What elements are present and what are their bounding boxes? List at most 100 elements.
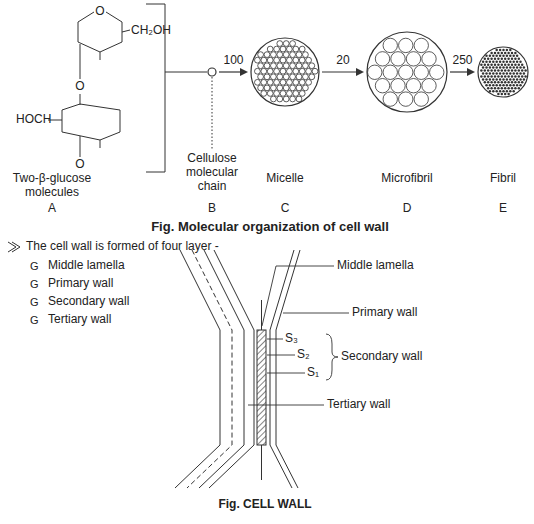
fiber-unit [274,46,280,52]
fiber-unit [490,69,493,72]
fiber-unit [518,69,521,72]
fiber-unit [502,72,505,75]
arrow-head [467,68,475,76]
part-label: CH₂OH [131,24,171,38]
fiber-unit [516,60,519,63]
fiber-unit [267,68,273,74]
fiber-unit [489,84,492,87]
fiber-unit [422,78,436,92]
fiber-unit [280,91,286,97]
fiber-unit [507,93,510,96]
fiber-unit [511,69,514,72]
arrow-head [356,68,364,76]
fiber-unit [507,81,510,84]
circle-outline [175,60,249,222]
fiber-unit [495,60,498,63]
fiber-unit [504,75,507,78]
fiber-unit [482,66,485,69]
fiber-unit [280,57,286,63]
fiber-unit [290,41,296,47]
fiber-unit [489,60,492,63]
fiber-unit [280,68,286,74]
fiber-unit [261,91,267,97]
glucose-structure [48,12,130,157]
callout-letter: B [208,202,216,216]
fiber-unit [501,63,504,66]
fiber-unit [271,74,277,80]
fiber-unit [506,49,509,52]
fiber-unit [261,57,267,63]
fiber-unit [507,69,510,72]
fiber-unit [495,78,498,81]
fiber-unit [502,78,505,81]
fiber-unit [519,84,522,87]
structure-name: Micelle [266,172,303,186]
fiber-unit [264,74,270,80]
part-label: Primary wall [352,306,417,320]
fiber-unit [299,57,305,63]
fiber-unit [514,52,517,55]
fiber-unit [502,49,505,52]
fiber-unit [497,75,500,78]
fiber-unit [490,81,493,84]
fiber-unit [512,78,515,81]
fiber-unit [507,58,510,61]
fiber-unit [287,91,293,97]
circle-outline [251,38,319,106]
fiber-unit [516,78,519,81]
fiber-unit [494,52,497,55]
fiber-unit [280,46,286,52]
fiber-unit [501,87,504,90]
fiber-unit [524,69,527,72]
fiber-unit [495,84,498,87]
fiber-unit [495,72,498,75]
fiber-unit [519,66,522,69]
fiber-unit [492,66,495,69]
fiber-unit [487,75,490,78]
arrow-line [450,71,468,72]
fiber-unit [487,81,490,84]
fiber-unit [497,93,500,96]
fiber-unit [499,49,502,52]
part-label: Primary wall [48,277,113,291]
fiber-unit [489,66,492,69]
fiber-unit [506,84,509,87]
fiber-unit [506,60,509,63]
fiber-unit [507,87,510,90]
fiber-unit [383,38,397,52]
fiber-unit [497,52,500,55]
fiber-unit [519,60,522,63]
ratio-number: 100 [222,54,244,68]
fiber-unit [487,63,490,66]
fiber-unit [504,69,507,72]
fiber-unit [287,68,293,74]
fiber-unit [258,85,264,91]
fiber-unit [287,79,293,85]
fiber-unit [271,96,277,102]
fiber-unit [312,68,318,74]
fiber-unit [495,90,498,93]
fiber-unit [383,65,397,79]
fiber-unit [511,58,514,61]
fiber-unit [521,69,524,72]
arrow-line [219,71,241,72]
bullet-mark: G [30,260,39,273]
fiber-unit [490,75,493,78]
fiber-unit [293,91,299,97]
fiber-unit [293,79,299,85]
fiber-unit [516,66,519,69]
fiber-unit [274,79,280,85]
fiber-unit [512,66,515,69]
fiber-unit [521,81,524,84]
fiber-unit [499,66,502,69]
fiber-unit [293,57,299,63]
fiber-unit [494,58,497,61]
fiber-unit [271,52,277,58]
fiber-unit [485,66,488,69]
fiber-unit [290,74,296,80]
bullet-mark: G [30,278,39,291]
circle-outline [367,32,447,112]
fiber-unit [296,63,302,69]
fiber-unit [290,96,296,102]
fiber-unit [504,93,507,96]
